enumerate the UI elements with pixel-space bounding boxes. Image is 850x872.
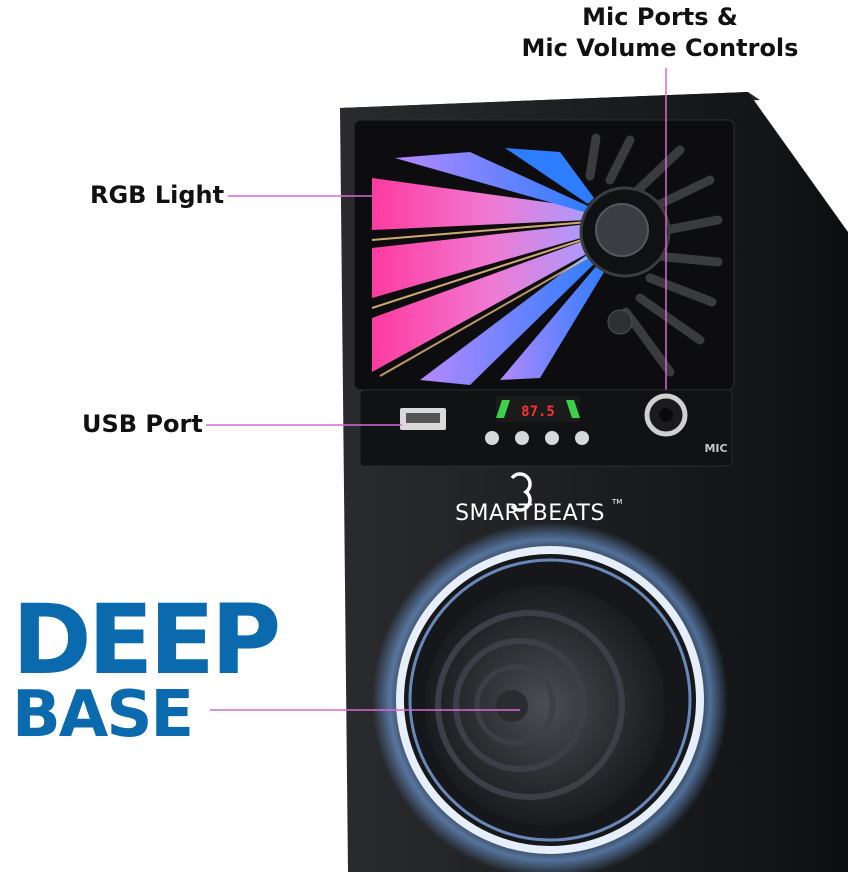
headline-base: BASE: [12, 678, 194, 752]
control-buttons: [485, 431, 589, 445]
volume-knob: [595, 203, 649, 257]
rgb-light-rays: [371, 148, 604, 385]
brand-trademark: TM: [611, 498, 622, 506]
brand-logo: SMARTBEATS TM: [455, 472, 622, 526]
brand-name: SMARTBEATS: [455, 501, 605, 526]
woofer: [372, 522, 728, 872]
mic-volume-knob: [607, 309, 633, 335]
headline-deep: DEEP: [12, 584, 281, 696]
mic-ports-callout: Mic Ports & Mic Volume Controls: [500, 2, 820, 64]
mic-jack-label: MIC: [704, 442, 727, 455]
fm-display: [496, 396, 580, 422]
mic-callout-line-1: Mic Ports &: [582, 3, 738, 31]
mic-callout-line-2: Mic Volume Controls: [521, 34, 799, 62]
display-readout: 87.5: [521, 404, 555, 420]
control-panel: [359, 389, 733, 467]
cabinet-side: [748, 92, 848, 872]
rgb-light-callout: RGB Light: [90, 181, 225, 209]
usb-port-callout: USB Port: [82, 410, 203, 438]
